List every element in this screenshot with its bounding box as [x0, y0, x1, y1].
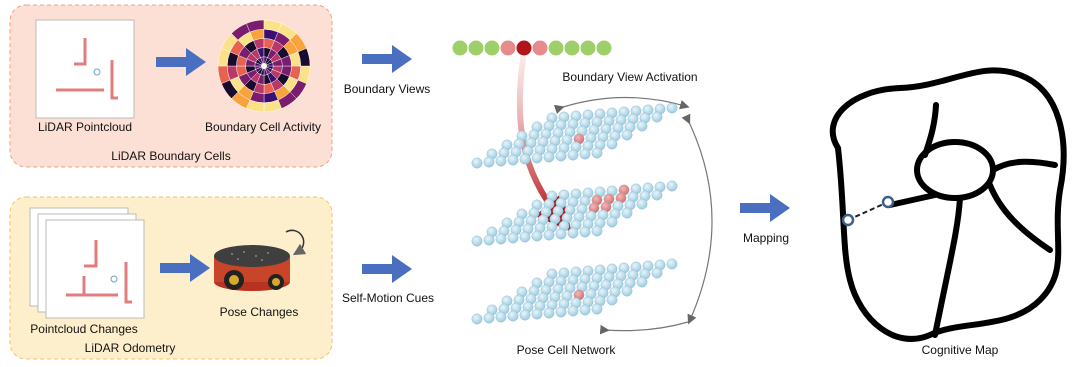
pose-cell [555, 228, 567, 240]
boundary-cell-activity-label: Boundary Cell Activity [204, 120, 322, 134]
view-cell [484, 40, 500, 56]
pose-cell [471, 157, 483, 169]
pose-cell [543, 229, 555, 241]
pose-cell [579, 226, 591, 238]
boundary-panel-title: LiDAR Boundary Cells [111, 149, 231, 163]
map-dashed-link [847, 201, 889, 221]
pose-cell [621, 285, 633, 297]
arrow-pointcloud-to-activity [156, 48, 206, 76]
arrow-boundary-views [362, 45, 412, 73]
rotation-icon [285, 229, 307, 256]
view-cell [548, 40, 564, 56]
view-cell [580, 40, 596, 56]
pose-cell [507, 154, 519, 166]
pose-cell [471, 313, 483, 325]
pose-cell [507, 310, 519, 322]
pose-cell-network [471, 102, 678, 325]
pose-cell [483, 312, 495, 324]
pose-cell-network-label: Pose Cell Network [516, 343, 616, 357]
pose-cell [636, 276, 648, 288]
pose-cell [651, 111, 663, 123]
pose-cell [555, 306, 567, 318]
pose-cell [495, 155, 507, 167]
pose-cell [507, 232, 519, 244]
pose-cell [666, 102, 678, 114]
wrap-arrow-bottom [599, 321, 689, 335]
view-cell [564, 40, 580, 56]
pose-cell [606, 138, 618, 150]
pose-cell [651, 189, 663, 201]
pose-cell [606, 294, 618, 306]
arrow-mapping [740, 194, 790, 222]
pose-cell [591, 147, 603, 159]
pose-cell [531, 230, 543, 242]
boundary-view-activation-label: Boundary View Activation [562, 70, 698, 84]
boundary-cells-panel [9, 4, 333, 168]
pointcloud-changes-label: Pointcloud Changes [30, 322, 138, 336]
view-cell [516, 40, 532, 56]
pose-cell [495, 233, 507, 245]
pose-cell [543, 307, 555, 319]
pose-cell [591, 225, 603, 237]
pose-cell [555, 150, 567, 162]
pose-cell [495, 311, 507, 323]
view-cell [596, 40, 612, 56]
odometry-panel [9, 196, 333, 360]
lidar-pointcloud-image [35, 19, 135, 119]
pose-cell [483, 156, 495, 168]
map-node-right [881, 195, 895, 209]
pose-cell [621, 207, 633, 219]
cognitive-map [829, 67, 1067, 342]
pose-cell [531, 308, 543, 320]
lidar-pointcloud-label: LiDAR Pointcloud [37, 120, 133, 134]
wrap-arrow-right [681, 113, 713, 325]
pose-cell [666, 258, 678, 270]
polar-cell [297, 48, 311, 67]
boundary-view-cells [452, 40, 612, 56]
pose-cell [519, 309, 531, 321]
pose-cell [651, 267, 663, 279]
arrow-self-motion [362, 255, 412, 283]
pose-cell [567, 227, 579, 239]
boundary-cell-activity-polar [217, 19, 311, 113]
pose-cell [606, 216, 618, 228]
pose-cell [519, 231, 531, 243]
pose-cell [636, 198, 648, 210]
robot-image [214, 245, 290, 291]
pose-cell [567, 149, 579, 161]
self-motion-label: Self-Motion Cues [341, 291, 435, 305]
pointcloud-changes-stack [29, 207, 145, 319]
pose-cell [483, 234, 495, 246]
pose-cell [621, 129, 633, 141]
pose-cell [543, 151, 555, 163]
odometry-panel-title: LiDAR Odometry [84, 341, 176, 355]
map-node-left [841, 213, 855, 227]
pose-cell [471, 235, 483, 247]
view-cell [468, 40, 484, 56]
pose-cell [636, 120, 648, 132]
cognitive-map-label: Cognitive Map [921, 343, 999, 357]
pose-cell [579, 304, 591, 316]
pose-cell [519, 153, 531, 165]
mapping-label: Mapping [742, 231, 790, 245]
boundary-views-label: Boundary Views [343, 82, 431, 96]
pose-cell [666, 180, 678, 192]
wrap-arrow-top [553, 96, 690, 115]
pose-cell [567, 305, 579, 317]
polar-center [261, 63, 267, 69]
view-cell [500, 40, 516, 56]
view-cell [452, 40, 468, 56]
view-cell [532, 40, 548, 56]
pose-changes-label: Pose Changes [219, 305, 299, 319]
arrow-pointcloud-to-pose [160, 254, 210, 282]
pose-cell [531, 152, 543, 164]
pose-cell [579, 148, 591, 160]
pose-cell [591, 303, 603, 315]
